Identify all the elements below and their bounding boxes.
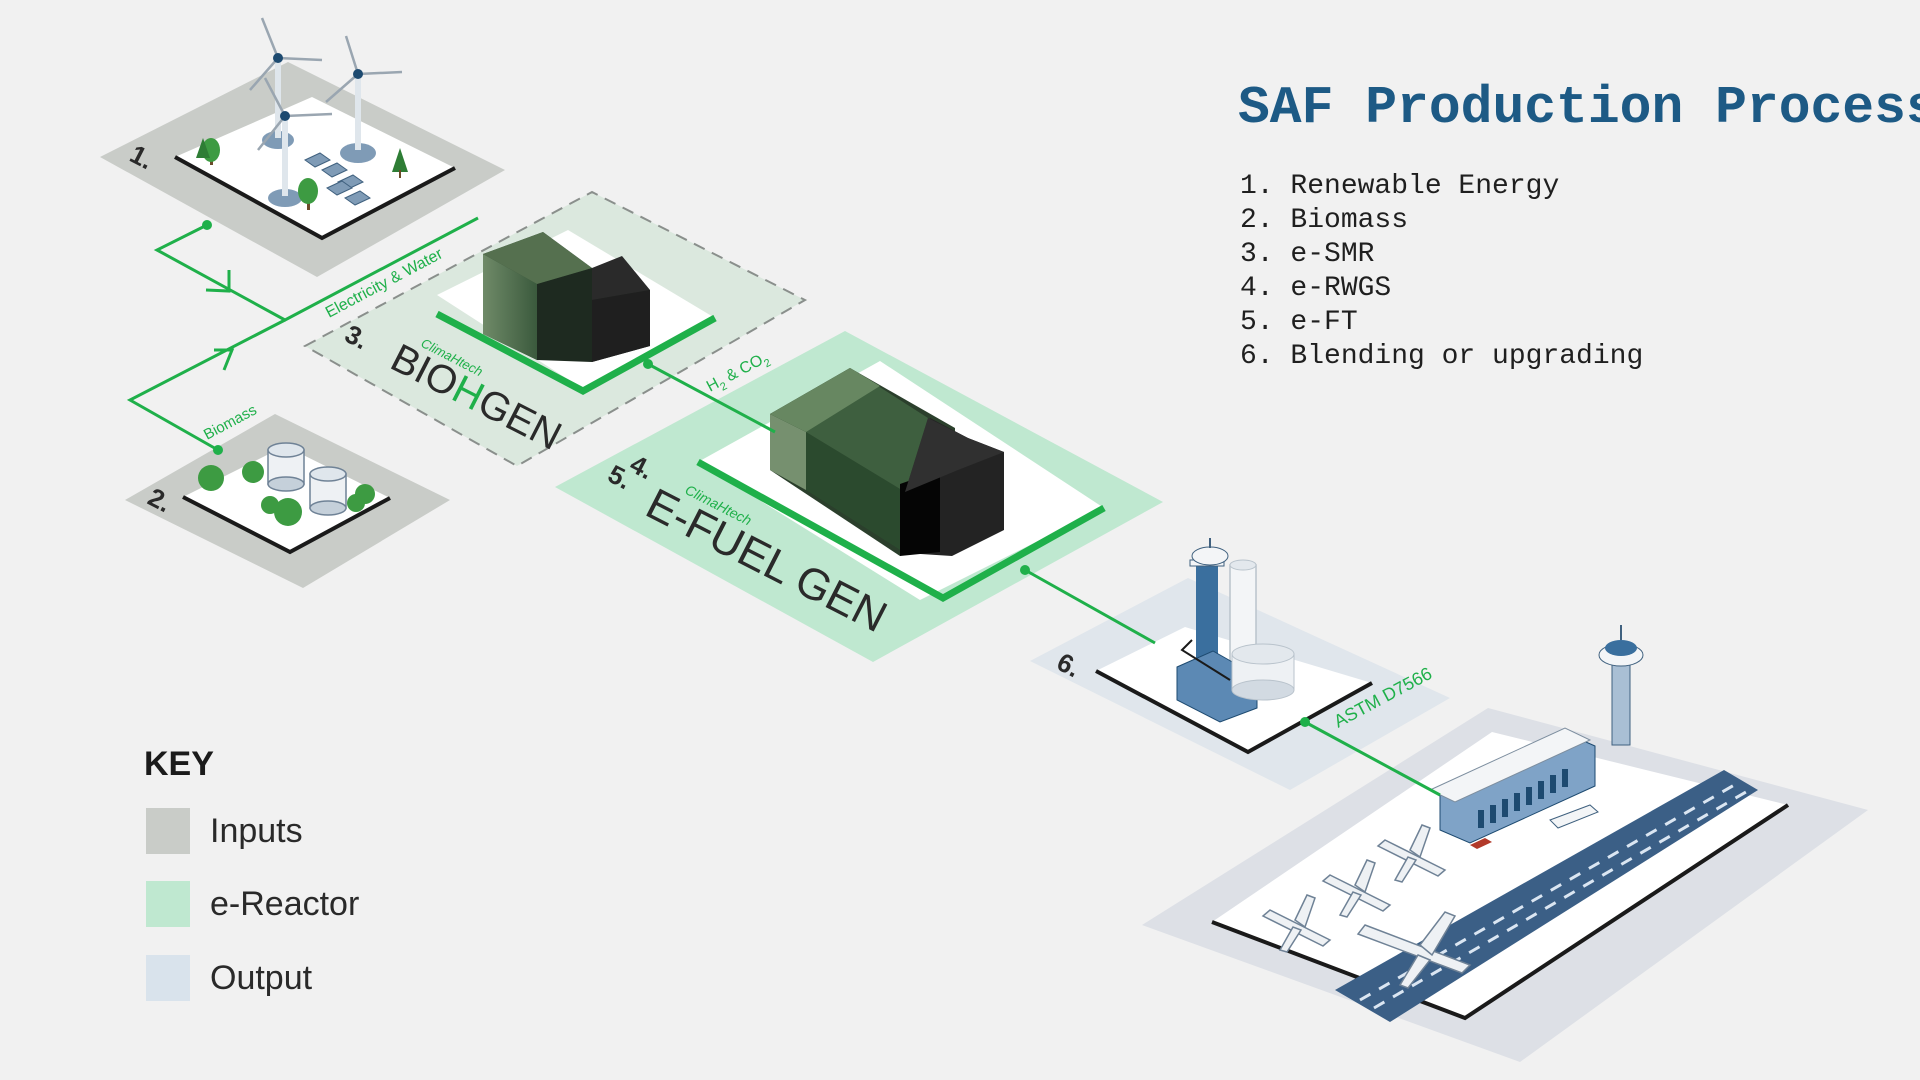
key-item-inputs: Inputs: [146, 808, 303, 854]
connector-arrows: [205, 270, 235, 371]
solar-panels-icon: [304, 152, 371, 206]
step-item: 2. Biomass: [1240, 205, 1409, 236]
airport: [1142, 625, 1868, 1062]
control-tower-icon: [1598, 625, 1644, 746]
efuel-building-icon: [770, 368, 1004, 556]
connectors: [126, 216, 1441, 797]
trees-icon: [196, 138, 408, 210]
key-swatch: [146, 955, 190, 1001]
wind-turbines-icon: [249, 17, 403, 207]
step-item: 5. e-FT: [1240, 307, 1358, 338]
key-item-e-reactor: e-Reactor: [146, 881, 359, 927]
page-title: SAF Production Process: [1238, 78, 1920, 138]
airplanes-icon: [1261, 824, 1472, 989]
process-steps-list: 1. Renewable Energy 2. Biomass 3. e-SMR …: [1240, 170, 1643, 374]
terminal-icon: [1428, 727, 1596, 844]
pad-blending: 6.: [1030, 538, 1450, 790]
biohgen-building-icon: [483, 232, 650, 362]
storage-tanks-icon: [267, 442, 347, 516]
key-swatch: [146, 808, 190, 854]
key-label: Inputs: [210, 811, 303, 850]
step-item: 3. e-SMR: [1240, 239, 1375, 270]
connector-nodes: [202, 220, 1310, 727]
key-title: KEY: [144, 745, 214, 783]
step-item: 6. Blending or upgrading: [1240, 341, 1644, 372]
refinery-icon: [1176, 538, 1295, 723]
key-swatch: [146, 881, 190, 927]
pad-biohgen: 3. ClimaHtech BIOHGEN: [302, 190, 808, 468]
biomass-trees-icon: [198, 461, 375, 526]
step-item: 4. e-RWGS: [1240, 273, 1392, 304]
ground-vehicles-icon: [1470, 804, 1599, 849]
pad-renewable-energy: 1.: [100, 17, 505, 277]
pad-biomass: 2.: [125, 414, 450, 588]
key-label: Output: [210, 958, 313, 997]
key-item-output: Output: [146, 955, 312, 1001]
step-item: 1. Renewable Energy: [1240, 171, 1560, 202]
key-label: e-Reactor: [210, 884, 360, 923]
pad-efuel-gen: 4. 5. ClimaHtech E-FUEL GEN: [555, 331, 1163, 662]
